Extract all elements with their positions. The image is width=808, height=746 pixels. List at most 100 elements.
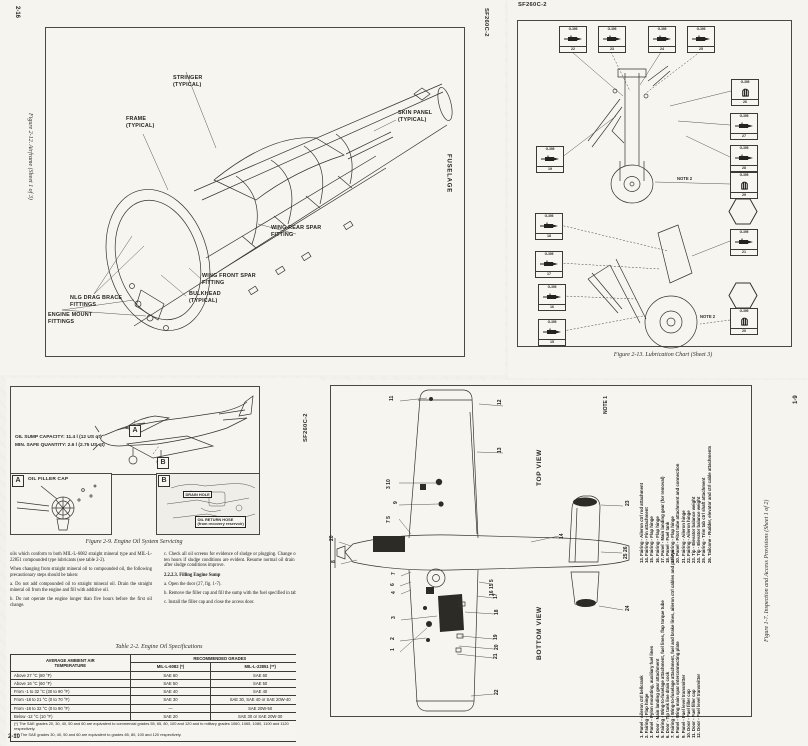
lubricant-code: G-395 <box>696 27 706 31</box>
callout-number: 9 <box>393 500 399 504</box>
figure-caption: Figure 1-7. Inspection and Access Provis… <box>764 499 770 642</box>
drain-hole-label: DRAIN HOLE <box>183 491 213 499</box>
lubricant-code: G-395 <box>657 27 667 31</box>
callout-number: 18 <box>494 609 500 616</box>
temp-range-cell: Above 27 °C (80 °F) <box>10 670 131 680</box>
oil-sump-capacity: OIL SUMP CAPACITY: 11.4 l (12 US qt) <box>15 435 102 440</box>
grade-cell: SAE 60 <box>129 670 212 680</box>
callout-number: 3 <box>391 615 397 619</box>
lubricant-code: G-395 <box>544 214 554 218</box>
temp-range-cell: Below -12 °C (10 °F) <box>10 711 131 722</box>
grease-gun-icon <box>734 238 753 244</box>
callout-number: 6 <box>390 582 396 586</box>
body-paragraph: When changing from straight mineral oil … <box>10 566 152 578</box>
table-header-grades: RECOMMENDED GRADES <box>129 653 311 664</box>
panel-b-tag: B <box>158 475 170 487</box>
oil-filler-cap-label: OIL FILLER CAP <box>28 477 69 482</box>
callout-number: NOTE 1 <box>603 395 609 414</box>
lube-point-number: 19 <box>537 166 563 172</box>
footnote: (**) The SAE grades 30, 40, 50 and 60 ar… <box>14 732 182 738</box>
lubricant-code: G-395 <box>547 320 557 324</box>
body-paragraph: a. Open the door (27, fig. 1-7). <box>164 581 222 587</box>
callout-number: 3 10 <box>386 479 392 490</box>
table-row: From -18 to 32 °C (0 to 90 °F)—SAE 20W-5… <box>10 703 310 713</box>
temp-range-cell: From -18 to 32 °C (0 to 90 °F) <box>10 703 131 713</box>
hand-icon <box>740 86 751 97</box>
figure-label: FRAME (TYPICAL) <box>126 116 155 129</box>
body-paragraph: b. Remove the filler cap and fill the su… <box>164 591 309 597</box>
figure-label: WING REAR SPAR FITTING <box>271 225 322 238</box>
grease-gun-icon <box>540 155 559 161</box>
figure-label: WING FRONT SPAR FITTING <box>202 273 256 286</box>
lubricant-code: G-395 <box>568 27 578 31</box>
grade-cell: SAE 30 or SAE 20W-30 <box>210 711 310 722</box>
callout-number: 24 <box>625 605 631 612</box>
grease-gun-icon <box>734 122 753 128</box>
callout-number: 7 <box>391 571 397 575</box>
page-number: 2-16 <box>14 6 20 19</box>
lube-point-number: 25 <box>688 46 714 52</box>
callout-number: 20 <box>494 644 500 651</box>
lubricant-code: G-395 <box>544 252 554 256</box>
hand-icon <box>739 315 750 326</box>
legend-item: 12. Door - Fuel level transmitter <box>696 673 702 738</box>
figure-caption: Figure 2-13. Lubrication Chart (Sheet 3) <box>613 352 713 358</box>
lube-hexagon-symbol <box>728 198 758 225</box>
capacity-block: OIL SUMP CAPACITY: 11.4 l (12 US qt) MIN… <box>15 435 105 451</box>
page-number: 1-9 <box>793 395 799 404</box>
body-text-left-column: oils which conform to both MIL-L-6082 st… <box>10 552 152 612</box>
landing-gear-drawing <box>518 21 791 346</box>
grease-gun-icon <box>652 35 671 41</box>
callout-number: 17 <box>493 593 499 600</box>
grade-cell: SAE 20W-50 <box>210 703 310 713</box>
aircraft-plan-views <box>331 386 751 716</box>
lube-point-number: 18 <box>536 233 562 239</box>
grease-gun-icon <box>542 328 561 334</box>
grease-gun-icon <box>602 35 621 41</box>
grade-cell: SAE 40 <box>129 686 212 697</box>
grade-cell: — <box>129 703 212 713</box>
fuselage-side-label: FUSELAGE <box>445 154 452 194</box>
legend-items-13-26: 13. Fairing - Aileron ctrl rod attachmen… <box>639 388 712 563</box>
callout-number: 20 <box>329 535 335 542</box>
top-view-label: TOP VIEW <box>536 449 543 486</box>
body-paragraph: a. Do not add compounded oil to straight… <box>10 581 152 593</box>
lubricant-code: G-395 <box>739 173 749 177</box>
figure-label: ENGINE MOUNT FITTINGS <box>48 312 93 325</box>
grade-cell: SAE 50 <box>129 678 212 689</box>
oil-figure-box: OIL SUMP CAPACITY: 11.4 l (12 US qt) MIN… <box>10 386 260 475</box>
figure-caption: Figure 2-12. Airframe (Sheet 1 of 3) <box>27 113 33 200</box>
callout-number: 23 <box>625 500 631 507</box>
grease-gun-icon <box>539 222 558 228</box>
legend-item: 26. Tailcone - Rudder, elevator and ctrl… <box>706 445 712 563</box>
lube-point-number: 26 <box>732 99 758 105</box>
hexagon-symbol-icon <box>728 282 758 309</box>
grade-cell: SAE 30 <box>129 695 212 705</box>
grade-cell: SAE 40 <box>210 686 310 697</box>
callout-number: 2 <box>390 636 396 640</box>
temp-range-cell: Above 16 °C (60 °F) <box>10 678 131 689</box>
callout-number: 11 <box>389 395 395 402</box>
lube-point-number: 28 <box>731 165 757 171</box>
grade-cell: SAE 20 <box>129 711 212 722</box>
body-paragraph: b. Do not operate the engine longer than… <box>10 596 152 608</box>
grease-gun-icon <box>734 154 753 160</box>
callout-number: 8 <box>331 559 337 563</box>
lube-point-number: 24 <box>649 46 675 52</box>
grade-cell: SAE 50 <box>210 678 310 689</box>
temp-range-cell: From -1 to 32 °C (30 to 90 °F) <box>10 686 131 697</box>
doc-code: SF260C-2 <box>518 2 547 8</box>
min-safe-quantity: MIN. SAFE QUANTITY: 2.6 l (2.75 US qt) <box>15 443 105 448</box>
lubricant-code: G-395 <box>607 27 617 31</box>
